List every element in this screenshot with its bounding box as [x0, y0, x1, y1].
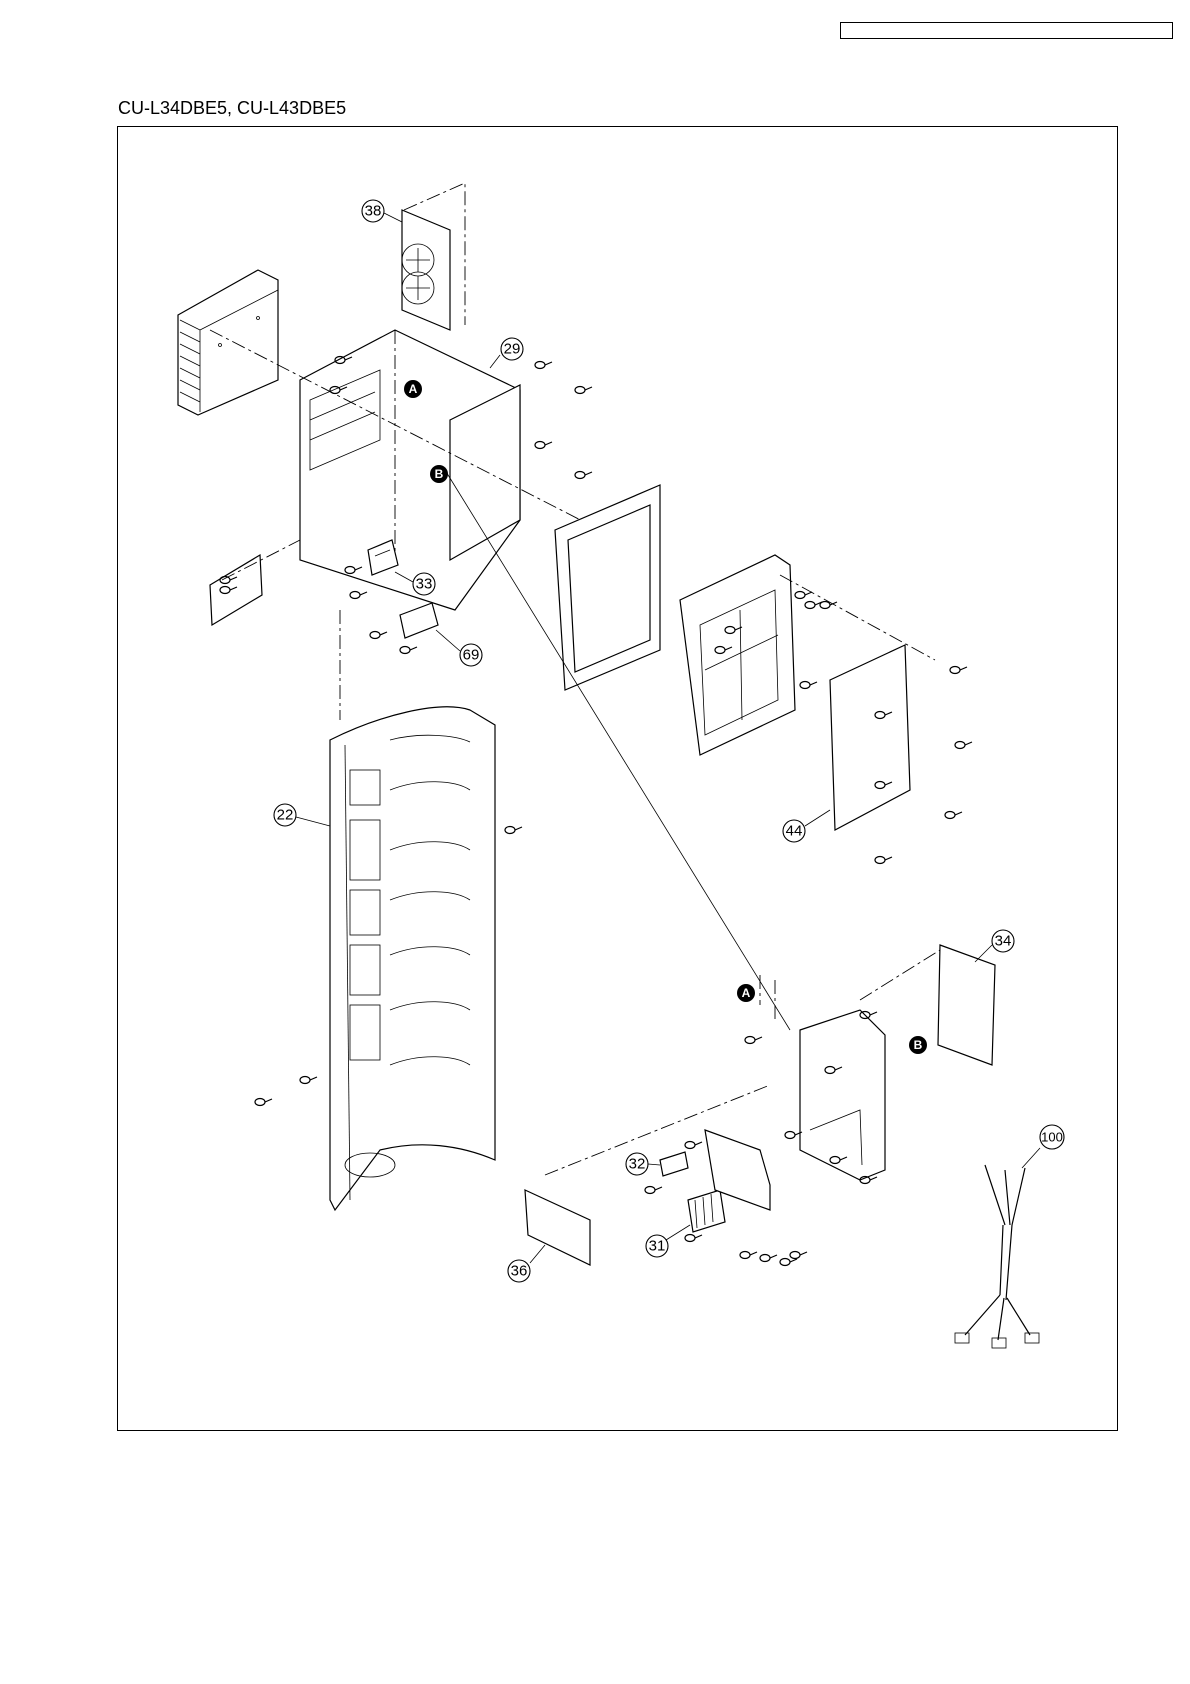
part-wire-harness-100 [955, 1165, 1039, 1348]
svg-text:B: B [914, 1038, 923, 1052]
screw [370, 632, 380, 639]
screw-shaft [790, 1259, 797, 1262]
screw-shaft [695, 1235, 702, 1238]
screw [505, 827, 515, 834]
svg-text:29: 29 [504, 341, 521, 358]
screw [535, 442, 545, 449]
screw [685, 1235, 695, 1242]
screw-shaft [585, 472, 592, 475]
svg-text:69: 69 [463, 647, 480, 664]
part-heat-sink [178, 270, 278, 415]
part-cover-plate [780, 575, 935, 830]
screw-shaft [955, 812, 962, 815]
screw-shaft [585, 387, 592, 390]
svg-text:A: A [742, 986, 751, 1000]
ref-marker-a-bottom: A [737, 984, 755, 1002]
screw-shaft [810, 682, 817, 685]
screw-shaft [885, 857, 892, 860]
callout-38: 38 [362, 200, 402, 222]
screw-shaft [965, 742, 972, 745]
part-terminal-31 [688, 1190, 725, 1232]
screw-shaft [755, 1037, 762, 1040]
screw [645, 1187, 655, 1194]
callout-31: 31 [646, 1225, 690, 1257]
part-control-tray [680, 555, 795, 755]
callout-100: 100 [1022, 1125, 1064, 1168]
callout-32: 32 [626, 1153, 660, 1175]
part-electrical-box [775, 980, 885, 1180]
screw-shaft [360, 592, 367, 595]
screw [400, 647, 410, 654]
part-side-bracket [210, 540, 300, 625]
screw-shaft [515, 827, 522, 830]
svg-text:36: 36 [511, 1263, 528, 1280]
part-frame-panel [555, 485, 660, 690]
ref-marker-b-top: B [430, 465, 448, 483]
screw-shaft [265, 1099, 272, 1102]
screw-shaft [695, 1142, 702, 1145]
svg-text:A: A [409, 382, 418, 396]
screw [300, 1077, 310, 1084]
screw [955, 742, 965, 749]
screw [800, 682, 810, 689]
screw [945, 812, 955, 819]
screw [575, 472, 585, 479]
svg-text:33: 33 [416, 576, 433, 593]
screw [785, 1132, 795, 1139]
callout-36: 36 [508, 1245, 545, 1282]
screw [575, 387, 585, 394]
screw [685, 1142, 695, 1149]
part-terminal-32 [660, 1152, 688, 1176]
screw [780, 1259, 790, 1266]
callout-22: 22 [274, 804, 330, 826]
screw [795, 592, 805, 599]
svg-text:22: 22 [277, 807, 294, 824]
screw-shaft [770, 1255, 777, 1258]
part-capacitor-69 [400, 603, 438, 638]
ref-marker-b-bottom: B [909, 1036, 927, 1054]
screw [740, 1252, 750, 1259]
svg-text:31: 31 [649, 1238, 666, 1255]
part-fan-plate [402, 183, 465, 330]
screw [535, 362, 545, 369]
screw-shaft [545, 442, 552, 445]
screw [350, 592, 360, 599]
svg-text:34: 34 [995, 933, 1012, 950]
screw [820, 602, 830, 609]
screw [745, 1037, 755, 1044]
screw [875, 857, 885, 864]
screw [790, 1252, 800, 1259]
svg-text:32: 32 [629, 1156, 646, 1173]
screw [950, 667, 960, 674]
screw-shaft [380, 632, 387, 635]
callout-44: 44 [783, 810, 830, 842]
screw-shaft [655, 1187, 662, 1190]
screw-shaft [310, 1077, 317, 1080]
screw-shaft [960, 667, 967, 670]
svg-text:B: B [435, 467, 444, 481]
screw-shaft [545, 362, 552, 365]
screw-shaft [805, 592, 812, 595]
screw [255, 1099, 265, 1106]
screw [805, 602, 815, 609]
svg-text:100: 100 [1041, 1130, 1063, 1145]
ref-marker-a-top: A [404, 380, 422, 398]
callout-69: 69 [436, 630, 482, 666]
svg-text:38: 38 [365, 203, 382, 220]
screw [760, 1255, 770, 1262]
screw-shaft [800, 1252, 807, 1255]
part-front-panel [330, 610, 495, 1210]
screw-shaft [750, 1252, 757, 1255]
callout-29: 29 [490, 338, 523, 368]
screw-shaft [410, 647, 417, 650]
callout-34: 34 [975, 930, 1014, 962]
screw-shaft [870, 1177, 877, 1180]
screw-shaft [870, 1012, 877, 1015]
svg-text:44: 44 [786, 823, 803, 840]
